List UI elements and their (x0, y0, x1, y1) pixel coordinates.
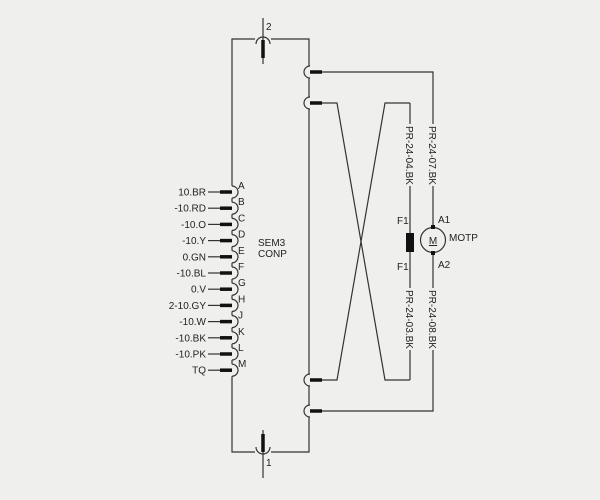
pin-j: -10.W J (179, 311, 243, 329)
wire-label: -10.W (179, 317, 206, 328)
pin-letter: G (238, 278, 246, 289)
wire-label: 0.GN (183, 252, 206, 263)
wire-label: TQ (192, 366, 206, 377)
left-pins: 10.BR A -10.RD B -10.O C -10.Y D 0.GN E -10.BL F 0.V… (169, 181, 246, 377)
pin-a: 10.BR A (178, 181, 245, 199)
component-label-line2: CONP (258, 249, 287, 260)
motor-motp: M A1 A2 MOTP PR-24-07.BK PR-24-08.BK (419, 124, 478, 350)
fuse-label-top: F1 (397, 216, 409, 227)
connector-pin-icon (231, 315, 239, 329)
right-connectors (303, 65, 434, 418)
wire-label: 10.BR (178, 188, 206, 199)
motor-symbol: M (429, 236, 437, 247)
connector-top: 2 (255, 18, 272, 64)
pin-letter: D (238, 230, 245, 241)
connector-pin-icon (231, 347, 239, 361)
fuse-label-bottom: F1 (397, 262, 409, 273)
connector-socket-icon (303, 96, 311, 110)
connector-top-label: 2 (266, 22, 272, 33)
connector-pin-icon (231, 185, 239, 199)
pin-letter: F (238, 262, 244, 273)
connector-socket-icon (303, 404, 311, 418)
pin-letter: J (238, 311, 243, 322)
pin-c: -10.O C (181, 213, 245, 231)
harness-frame (231, 38, 310, 453)
pin-letter: A (238, 181, 245, 192)
wire-label-motor-top: PR-24-07.BK (426, 126, 437, 185)
connector-socket-icon (303, 373, 311, 387)
component-label-line1: SEM3 (258, 238, 286, 249)
connector-pin-icon (231, 298, 239, 312)
pin-letter: B (238, 197, 245, 208)
connector-pin-icon (231, 217, 239, 231)
wire-label: -10.RD (174, 204, 206, 215)
connector-bottom-label: 1 (266, 458, 272, 469)
wire-label: -10.BK (175, 333, 206, 344)
pin-letter: C (238, 213, 245, 224)
wire-label-motor-bottom: PR-24-08.BK (426, 290, 437, 349)
fuse-icon (406, 233, 414, 252)
wire-label: -10.PK (175, 350, 206, 361)
wire-label-fuse-top: PR-24-04.BK (403, 126, 414, 185)
wire-label: -10.O (181, 220, 206, 231)
connector-pin-icon (231, 282, 239, 296)
connector-pin-icon (231, 363, 239, 377)
wire-label: -10.Y (182, 236, 206, 247)
motor-terminal-a1: A1 (438, 215, 451, 226)
wire-label: -10.BL (177, 269, 207, 280)
pin-d: -10.Y D (182, 230, 245, 248)
wire-label-fuse-bottom: PR-24-03.BK (403, 290, 414, 349)
pin-letter: H (238, 294, 245, 305)
pin-m: TQ M (192, 359, 246, 377)
connector-pin-icon (231, 234, 239, 248)
wire-label: 2-10.GY (169, 301, 207, 312)
pin-letter: M (238, 359, 246, 370)
pin-b: -10.RD B (174, 197, 245, 215)
motor-terminal-a2: A2 (438, 260, 451, 271)
connector-pin-icon (231, 250, 239, 264)
fuse-f1: F1 F1 PR-24-04.BK PR-24-03.BK (397, 103, 416, 380)
pin-l: -10.PK L (175, 343, 244, 361)
pin-letter: L (238, 343, 244, 354)
connector-bottom: 1 (255, 430, 272, 478)
pin-g: 0.V G (191, 278, 246, 296)
pin-e: 0.GN E (183, 246, 245, 264)
connector-pin-icon (231, 201, 239, 215)
pin-f: -10.BL F (177, 262, 244, 280)
connector-pin-icon (231, 331, 239, 345)
pin-letter: E (238, 246, 245, 257)
connector-socket-icon (303, 65, 311, 79)
wire-label: 0.V (191, 285, 206, 296)
connector-pin-icon (231, 266, 239, 280)
motor-name: MOTP (449, 233, 478, 244)
pin-k: -10.BK K (175, 327, 245, 345)
pin-h: 2-10.GY H (169, 294, 245, 312)
pin-letter: K (238, 327, 245, 338)
